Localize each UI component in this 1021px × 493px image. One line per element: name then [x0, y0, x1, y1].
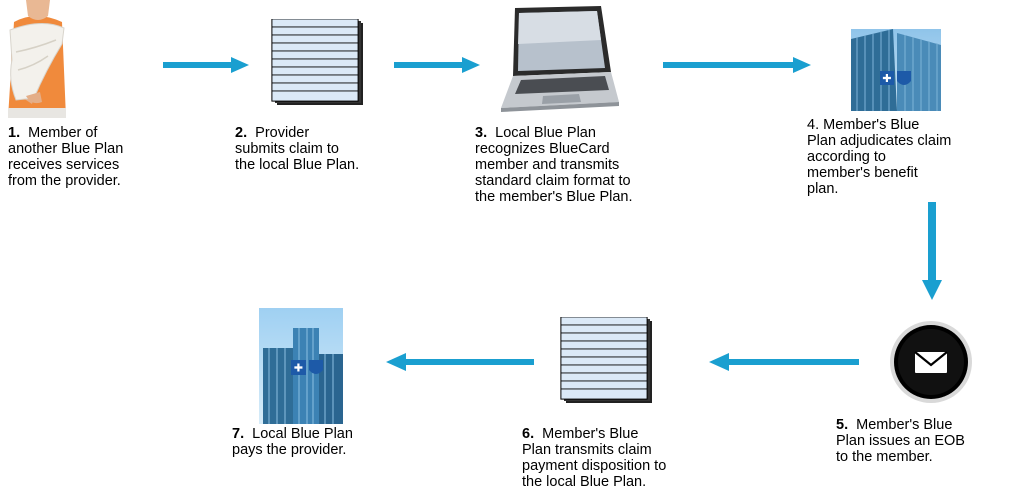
step-text-line: according to: [807, 149, 886, 165]
step-text-line: Local Blue Plan: [252, 426, 353, 442]
step-number: 3.: [475, 125, 488, 141]
office-building-photo: ✚: [259, 308, 343, 424]
step-text-line: Member's Blue: [542, 426, 639, 442]
flow-arrow-down: [922, 202, 942, 300]
step-text-line: from the provider.: [8, 173, 121, 189]
step-text-line: standard claim format to: [475, 173, 631, 189]
step-text-line: Plan issues an EOB: [836, 433, 965, 449]
flow-arrow-left: [386, 353, 534, 371]
step-text-line: the local Blue Plan.: [235, 157, 360, 173]
step-number: 5.: [836, 417, 849, 433]
flow-arrow-right: [663, 57, 811, 73]
step-7-caption: 7. Local Blue Plan pays the provider.: [232, 426, 353, 458]
step-text-line: plan.: [807, 181, 839, 197]
step-2-caption: 2. Provider submits claim to the local B…: [235, 125, 359, 173]
step-text-line: recognizes BlueCard: [475, 141, 610, 157]
step-1-caption: 1. Member of another Blue Plan receives …: [8, 125, 123, 189]
step-number: 1.: [8, 125, 21, 141]
step-number: 4.: [807, 117, 820, 133]
step-text-line: Member of: [28, 125, 98, 141]
step-text-line: payment disposition to: [522, 458, 667, 474]
step-number: 2.: [235, 125, 248, 141]
office-building-photo: ✚: [851, 29, 941, 111]
envelope-icon: [890, 321, 972, 403]
flow-arrow-right: [163, 57, 249, 73]
flow-arrow-left: [709, 353, 859, 371]
flow-arrow-right: [394, 57, 480, 73]
step-text-line: Member's Blue: [823, 117, 920, 133]
step-text-line: another Blue Plan: [8, 141, 124, 157]
svg-text:✚: ✚: [882, 72, 891, 85]
svg-text:✚: ✚: [294, 362, 303, 375]
step-6-caption: 6. Member's Blue Plan transmits claim pa…: [522, 426, 666, 490]
laptop-icon: [501, 6, 619, 112]
claim-document-icon: [560, 317, 652, 403]
step-text-line: member and transmits: [475, 157, 620, 173]
injured-member-photo: [6, 0, 68, 118]
claim-document-icon: [271, 19, 363, 105]
step-3-caption: 3. Local Blue Plan recognizes BlueCard m…: [475, 125, 633, 205]
step-text-line: Provider: [255, 125, 310, 141]
step-text-line: Plan adjudicates claim: [807, 133, 952, 149]
step-text-line: Member's Blue: [856, 417, 953, 433]
step-text-line: Local Blue Plan: [495, 125, 596, 141]
step-text-line: to the member.: [836, 449, 933, 465]
step-number: 6.: [522, 426, 535, 442]
step-text-line: Plan transmits claim: [522, 442, 652, 458]
step-text-line: submits claim to: [235, 141, 339, 157]
step-4-caption: 4. Member's Blue Plan adjudicates claim …: [807, 117, 951, 197]
step-text-line: receives services: [8, 157, 120, 173]
step-number: 7.: [232, 426, 245, 442]
step-text-line: member's benefit: [807, 165, 918, 181]
step-text-line: pays the provider.: [232, 442, 347, 458]
step-text-line: the member's Blue Plan.: [475, 189, 633, 205]
step-5-caption: 5. Member's Blue Plan issues an EOB to t…: [836, 417, 965, 465]
step-text-line: the local Blue Plan.: [522, 474, 647, 490]
